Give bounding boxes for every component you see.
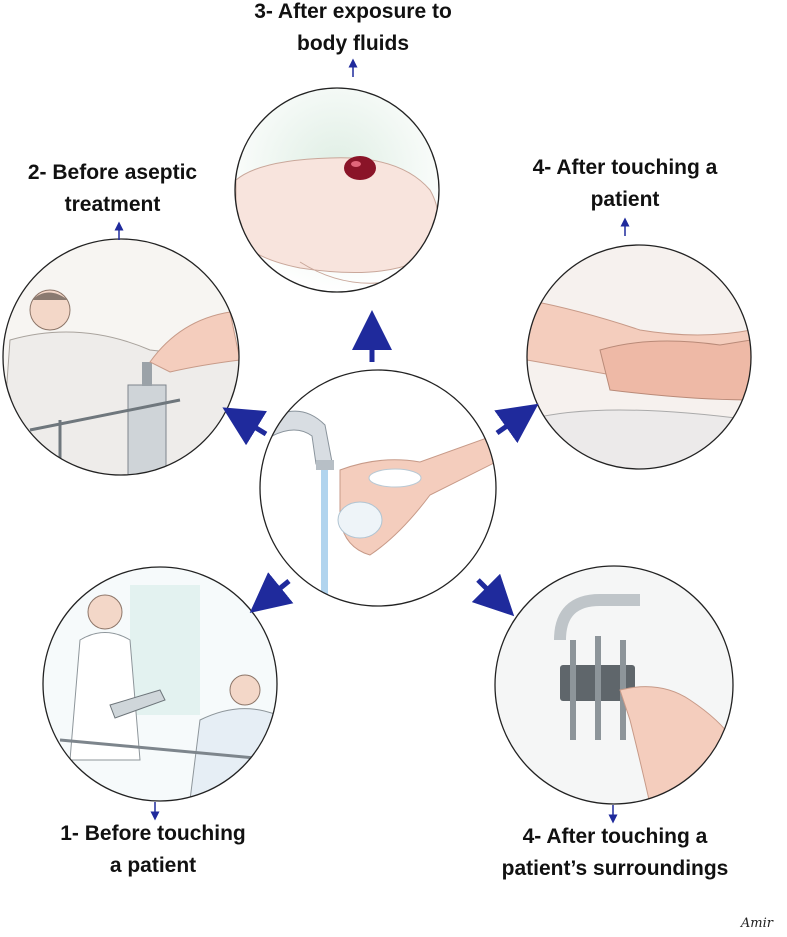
arrow-center-to-bottom-right bbox=[471, 573, 515, 617]
label-moment-3-line2: body fluids bbox=[297, 32, 409, 55]
label-moment-5: 4- After touching a patient’s surroundin… bbox=[470, 821, 760, 885]
label-moment-1: 1- Before touching a patient bbox=[28, 818, 278, 882]
arrow-center-to-bottom-left bbox=[249, 572, 294, 613]
label-arrows bbox=[114, 58, 630, 824]
label-moment-3: 3- After exposure to body fluids bbox=[203, 0, 503, 60]
label-moment-1-line2: a patient bbox=[109, 854, 197, 877]
label-moment-3-line1: 3- After exposure to bbox=[254, 0, 452, 23]
arrow-center-to-left bbox=[222, 407, 268, 446]
center-handwash-illustration bbox=[259, 369, 497, 607]
label-moment-2: 2- Before aseptic treatment bbox=[0, 157, 225, 221]
label-moment-2-line2: treatment bbox=[64, 193, 161, 216]
body-fluids-illustration bbox=[234, 87, 440, 293]
label-moment-5-line1: 4- After touching a bbox=[522, 825, 708, 848]
arrow-center-to-right bbox=[494, 403, 539, 444]
label-moment-5-line2: patient’s surroundings bbox=[501, 857, 729, 880]
center-arrows bbox=[222, 310, 539, 617]
label-moment-4-line1: 4- After touching a bbox=[532, 156, 718, 179]
label-moment-4: 4- After touching a patient bbox=[495, 152, 755, 216]
label-moment-2-line1: 2- Before aseptic bbox=[27, 161, 198, 184]
surroundings-illustration bbox=[494, 565, 734, 805]
label-moment-1-line1: 1- Before touching bbox=[60, 822, 246, 845]
artist-signature: Amir bbox=[740, 916, 773, 931]
aseptic-treatment-illustration bbox=[2, 238, 240, 476]
touching-patient-illustration bbox=[526, 244, 752, 470]
label-moment-4-line2: patient bbox=[590, 188, 660, 211]
before-touching-illustration bbox=[42, 566, 278, 802]
